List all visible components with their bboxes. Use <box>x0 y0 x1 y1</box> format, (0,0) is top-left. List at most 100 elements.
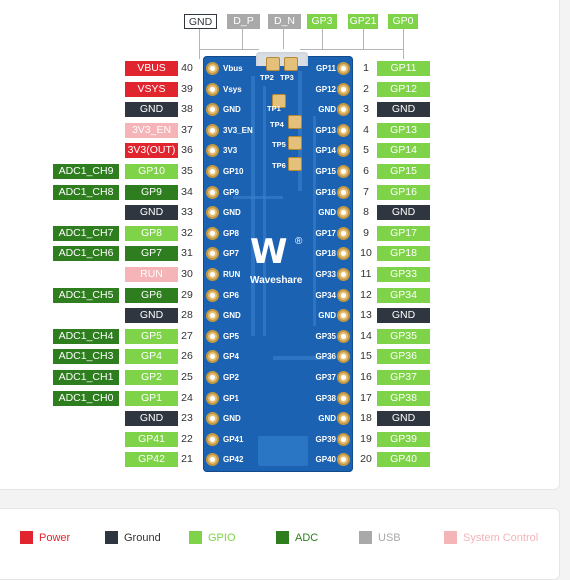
top-label-connector <box>403 29 404 59</box>
pin-pad <box>337 82 350 96</box>
pin-number: 28 <box>181 309 193 322</box>
legend-label-usb: USB <box>378 532 401 544</box>
pin-pad <box>206 309 219 323</box>
silkscreen-label: GP4 <box>223 352 240 362</box>
pin-pad <box>337 206 350 220</box>
legend-swatch-gpio <box>189 531 202 544</box>
left-pin-label: GND <box>125 308 178 324</box>
pin-number: 39 <box>181 82 193 95</box>
left-pin-label: VBUS <box>125 61 178 76</box>
pin-pad <box>337 268 350 281</box>
silkscreen-label: GP36 <box>315 352 336 362</box>
legend-label-adc: ADC <box>295 532 319 544</box>
test-point-pad <box>288 157 302 171</box>
pin-number: 10 <box>360 247 372 260</box>
silkscreen-label: GP12 <box>315 84 336 94</box>
silkscreen-label: GND <box>318 311 336 321</box>
pin-pad <box>206 144 219 158</box>
adc-label: ADC1_CH6 <box>53 246 119 262</box>
right-pin-label: GP33 <box>377 267 430 282</box>
right-pin-label: GND <box>377 102 430 118</box>
adc-label: ADC1_CH0 <box>53 390 119 406</box>
right-pin-label: GP36 <box>377 349 430 365</box>
pin-pad <box>337 453 350 467</box>
right-pin-label: GP39 <box>377 431 430 447</box>
silkscreen-label: GP10 <box>223 167 244 176</box>
left-pin-label: RUN <box>125 267 178 282</box>
pin-number: 11 <box>360 268 372 280</box>
adc-label: ADC1_CH4 <box>53 328 119 344</box>
pin-number: 17 <box>360 391 372 404</box>
silkscreen-label: GP33 <box>315 270 336 279</box>
top-label-d-p: D_P <box>227 14 260 29</box>
silkscreen-label: GND <box>223 105 241 115</box>
pin-pad <box>206 412 219 426</box>
right-pin-label: GP15 <box>377 164 430 179</box>
right-pin-label: GND <box>377 411 430 427</box>
pin-pad <box>337 371 350 384</box>
pin-number: 12 <box>360 288 372 301</box>
pin-number: 27 <box>181 329 193 342</box>
pin-pad <box>337 103 350 117</box>
pin-number: 25 <box>181 371 193 383</box>
pin-number: 34 <box>181 185 193 198</box>
left-pin-label: GND <box>125 205 178 221</box>
pcb-trace <box>313 116 316 326</box>
registered-mark: ® <box>295 236 303 247</box>
right-pin-label: GP34 <box>377 287 430 303</box>
waveshare-logo-mark: W <box>250 232 287 272</box>
pin-pad <box>206 165 219 178</box>
brand-name: Waveshare <box>250 275 303 286</box>
legend-swatch-usb <box>359 531 372 544</box>
left-pin-label: VSYS <box>125 81 178 97</box>
left-pin-label: 3V3_EN <box>125 122 178 138</box>
silkscreen-label: GND <box>223 311 241 321</box>
pin-number: 30 <box>181 268 193 280</box>
pin-pad <box>206 432 219 446</box>
pin-pad <box>337 123 350 137</box>
pin-pad <box>206 123 219 137</box>
pcb-trace <box>263 86 266 336</box>
pin-number: 24 <box>181 391 193 404</box>
silkscreen-label: GP9 <box>223 187 240 197</box>
silkscreen-label: Vsys <box>223 84 242 94</box>
pin-pad <box>206 371 219 384</box>
pin-number: 5 <box>363 144 369 157</box>
silkscreen-label: GND <box>318 414 336 424</box>
right-pin-label: GP38 <box>377 390 430 406</box>
pin-number: 8 <box>363 206 369 219</box>
pin-number: 19 <box>360 432 372 445</box>
legend-label-power: Power <box>39 532 71 544</box>
left-pin-label: GP4 <box>125 349 178 365</box>
test-point-pad <box>288 136 302 150</box>
silkscreen-label: GP13 <box>315 125 336 135</box>
silkscreen-label: GND <box>318 208 336 218</box>
pin-number: 32 <box>181 226 193 239</box>
adc-label: ADC1_CH1 <box>53 370 119 385</box>
pin-number: 21 <box>181 453 193 466</box>
right-pin-label: GP16 <box>377 184 430 200</box>
silkscreen-label: GND <box>223 414 241 424</box>
pin-number: 2 <box>363 82 369 95</box>
pin-number: 36 <box>181 144 193 157</box>
pin-pad <box>206 453 219 467</box>
left-pin-label: GND <box>125 411 178 427</box>
pin-pad <box>337 247 350 261</box>
pin-number: 29 <box>181 288 193 301</box>
adc-label: ADC1_CH8 <box>53 184 119 200</box>
silkscreen-label: GP15 <box>315 167 336 176</box>
left-pin-label: 3V3(OUT) <box>125 143 178 159</box>
pcb-board <box>203 56 353 472</box>
right-pin-label: GP18 <box>377 246 430 262</box>
pin-number: 37 <box>181 123 193 136</box>
top-label-connector <box>322 29 323 49</box>
adc-label: ADC1_CH7 <box>53 225 119 241</box>
pin-number: 18 <box>360 412 372 425</box>
test-point-label: TP5 <box>272 140 286 149</box>
legend-swatch-power <box>20 531 33 544</box>
pin-number: 14 <box>360 329 372 342</box>
silkscreen-label: GP16 <box>315 187 336 197</box>
silkscreen-label: GP11 <box>315 64 336 73</box>
pin-pad <box>206 103 219 117</box>
silkscreen-label: GP18 <box>315 249 336 259</box>
